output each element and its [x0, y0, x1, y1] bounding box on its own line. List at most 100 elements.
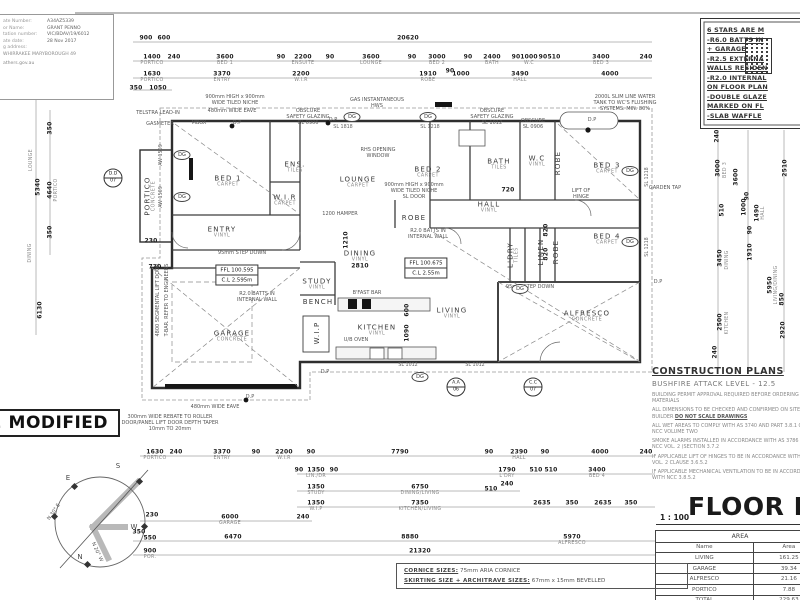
plan-note: 300mm WIDE REBATE TO ROLLER DOOR/PANEL L…: [121, 414, 219, 432]
room-label: ROBE: [402, 214, 426, 222]
room-name: ENTRY: [207, 225, 237, 234]
section-marker-text: 07: [110, 178, 116, 184]
dimension-text: 230: [145, 511, 159, 519]
dimension-label: W.C: [524, 61, 534, 67]
dimension-label: PORTICO: [143, 456, 167, 462]
dimension-text: 2810: [351, 262, 369, 270]
dimension-text: 1630: [146, 448, 164, 456]
dimension-text: 1210: [342, 231, 350, 249]
dimension-text: 350: [46, 225, 54, 239]
room-name: LINEN: [537, 238, 545, 266]
certificate-website: athers.gov.au: [3, 60, 35, 66]
room-label: LINEN: [537, 239, 545, 266]
room-name: GARAGE: [213, 329, 251, 338]
dimension-text: 3450: [716, 249, 724, 267]
room-name: LIVING: [436, 306, 468, 315]
room-finish: VINYL: [368, 331, 386, 337]
dimension-label: ENTRY: [213, 456, 231, 462]
dimension-text: 5950: [766, 276, 774, 294]
dimension-text: 1910: [419, 70, 437, 78]
certificate-field-label: or Name:: [3, 25, 25, 31]
room-name: ROBE: [401, 214, 427, 222]
area-table-cell: LIVING: [655, 552, 754, 564]
room-name: LOUNGE: [339, 175, 377, 184]
section-marker-text: 07: [530, 387, 536, 393]
dimension-text: 230: [144, 237, 158, 245]
plan-note: T-BAR. REFER TO ENGINEERS: [164, 263, 170, 337]
area-table-cell: 161.25: [752, 552, 800, 564]
double-glazing-tag: DG: [173, 150, 191, 160]
dimension-text: 3370: [213, 448, 231, 456]
skirting-value: 67mm x 15mm BEVELLED: [531, 577, 606, 584]
room-finish: CONCRETE: [216, 337, 248, 343]
dimension-text: 1790: [498, 466, 516, 474]
double-glazing-tag: DG: [621, 166, 639, 176]
area-table-cell: 7.88: [752, 583, 800, 596]
plan-note: 480mm WIDE EAVE: [207, 108, 257, 114]
room-name: BED 3: [593, 161, 621, 170]
room-name: ENS.: [284, 160, 306, 169]
dimension-label: L'DRY: [499, 474, 515, 480]
dimension-text: 240: [500, 480, 514, 488]
compass-letter: S: [115, 462, 121, 470]
construction-notes: CONSTRUCTION PLANS BUSHFIRE ATTACK LEVEL…: [652, 366, 800, 485]
plan-note: TELSTRA LEAD-IN: [136, 110, 180, 116]
plan-note: GAS INSTANTANEOUS HWS: [349, 97, 405, 109]
room-name: BENCH: [302, 298, 334, 306]
plan-note: MBOX: [191, 120, 207, 126]
dimension-text: 350: [624, 499, 638, 507]
dimension-text: 1090: [403, 324, 411, 342]
stamp-note-line: WALLS RESIDEN: [707, 64, 768, 72]
section-marker-text: 06: [453, 387, 459, 393]
dimension-label: DINING: [28, 243, 34, 263]
dimension-text: 1350: [307, 499, 325, 507]
dimension-text: 90: [407, 53, 417, 61]
room-name: W.I.R: [273, 193, 297, 202]
room-name: BATH: [487, 157, 511, 166]
stamp-note-line: MARKED ON FL: [707, 102, 764, 110]
dimension-text: 900: [139, 34, 153, 42]
plan-note: 900mm HIGH x 900mm WIDE TILED NICHE: [205, 94, 265, 106]
dimension-text: 90: [276, 53, 286, 61]
room-finish: TILES: [287, 168, 303, 174]
room-name: W.C: [528, 154, 546, 163]
room-finish: CONCRETE: [151, 180, 157, 212]
dimension-text: 90: [329, 466, 339, 474]
dimension-text: 730: [148, 263, 162, 271]
window-code: SL 1218: [645, 237, 651, 257]
dimension-text: 2390: [510, 448, 528, 456]
dimension-text: 600: [403, 303, 411, 317]
dimension-label: W.I.R: [277, 456, 291, 462]
dimension-label: ROBE: [420, 78, 436, 84]
dimension-text: 6470: [224, 533, 242, 541]
certificate-field-value: A34AZ5339: [47, 19, 74, 24]
dimension-text: 3600: [732, 168, 740, 186]
certificate-field-label: tation number:: [3, 32, 38, 37]
construction-note: ALL DIMENSIONS TO BE CHECKED AND CONFIRM…: [652, 407, 800, 420]
room-name: ROBE: [552, 239, 560, 265]
room-name: L'DRY: [506, 242, 515, 268]
construction-notes-heading: CONSTRUCTION PLANS: [652, 366, 784, 377]
dimension-text: 1400: [143, 53, 161, 61]
certificate-field-value: 28 Nov 2017: [47, 38, 77, 44]
dimension-text: 5970: [563, 533, 581, 541]
certificate-row: ate date:28 Nov 2017: [3, 39, 111, 44]
dimension-text: 1350: [307, 466, 325, 474]
area-table-cell: TOTAL: [655, 594, 754, 600]
room-name: STUDY: [302, 277, 332, 286]
dimension-text: 1350: [307, 483, 325, 491]
plan-note: 2000L SLIM LINE WATER TANK TO WC'S FLUSH…: [593, 94, 657, 112]
stamp-note-line: -DOUBLE GLAZE: [707, 92, 767, 101]
dimension-text: 350: [132, 528, 146, 536]
dimension-text: 900: [143, 547, 157, 555]
cornice-note-box: CORNICE SIZES: 75mm ARIA CORNICE SKIRTIN…: [396, 563, 688, 589]
